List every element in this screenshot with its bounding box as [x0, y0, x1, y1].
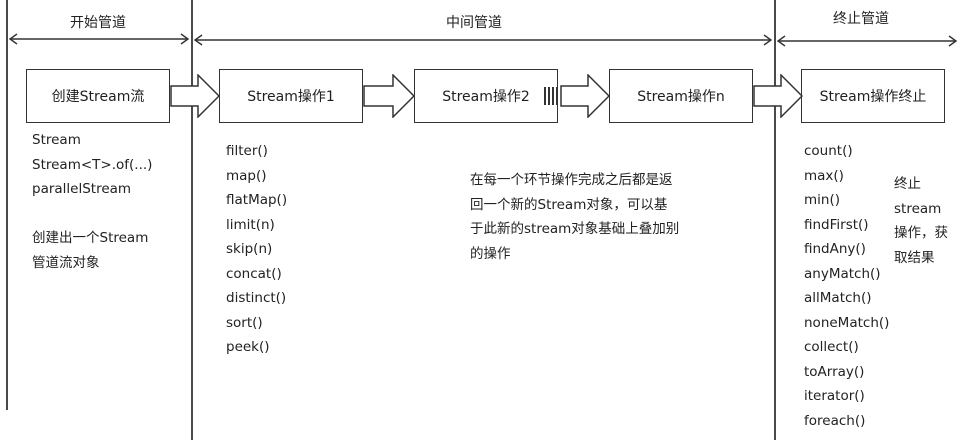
end-method-item: anyMatch()	[804, 265, 881, 282]
connector-arrow-2	[363, 74, 415, 118]
middle-note-line: 于此新的stream对象基础上叠加别	[470, 221, 680, 237]
connector-arrow-striped	[542, 74, 610, 118]
end-method-item: max()	[804, 167, 844, 184]
middle-note-line: 在每一个环节操作完成之后都是返	[470, 172, 673, 188]
middle-method-item: flatMap()	[226, 192, 288, 208]
start-method-item: Stream<T>.of(...)	[32, 156, 153, 173]
middle-note-line: 的操作	[470, 245, 511, 262]
box-create-stream: 创建Stream流	[26, 69, 170, 123]
connector-arrow-1	[170, 74, 220, 118]
start-methods-list: Stream Stream<T>.of(...) parallelStream …	[32, 128, 152, 275]
end-method-item: iterator()	[804, 388, 865, 404]
end-method-item: toArray()	[804, 363, 865, 380]
box-stream-terminal: Stream操作终止	[801, 69, 945, 123]
end-method-item: findFirst()	[804, 216, 869, 233]
end-note-line: 取结果	[894, 249, 935, 266]
span-arrow-end	[776, 35, 958, 47]
middle-method-item: map()	[226, 167, 267, 184]
start-description-line: 管道流对象	[32, 254, 100, 271]
middle-method-item: sort()	[226, 314, 263, 331]
phase-label-end: 终止管道	[833, 11, 889, 27]
end-method-item: collect()	[804, 339, 859, 355]
start-method-item: Stream	[32, 132, 81, 148]
span-arrow-middle	[193, 34, 773, 46]
end-method-item: min()	[804, 192, 840, 208]
end-note-line: stream	[894, 200, 942, 217]
phase-label-start: 开始管道	[70, 15, 126, 31]
end-note-line: 终止	[894, 176, 921, 192]
phase-divider-left	[6, 0, 8, 410]
middle-method-item: filter()	[226, 143, 268, 159]
end-method-item: noneMatch()	[804, 314, 890, 331]
box-stream-op-2: Stream操作2	[414, 69, 558, 123]
box-stream-op-n: Stream操作n	[609, 69, 753, 123]
middle-method-item: peek()	[226, 339, 270, 355]
end-method-item: allMatch()	[804, 290, 872, 306]
middle-method-item: concat()	[226, 265, 282, 282]
start-description-line: 创建出一个Stream	[32, 230, 149, 246]
start-method-item: parallelStream	[32, 181, 132, 197]
end-method-item: foreach()	[804, 412, 866, 429]
end-method-item: count()	[804, 143, 853, 159]
middle-method-item: limit(n)	[226, 216, 275, 233]
span-arrow-start	[8, 33, 190, 45]
middle-note-line: 回一个新的Stream对象，可以基	[470, 196, 668, 213]
middle-method-item: skip(n)	[226, 241, 273, 257]
connector-arrow-3	[753, 74, 803, 118]
box-stream-op-1: Stream操作1	[219, 69, 363, 123]
middle-method-item: distinct()	[226, 290, 287, 306]
end-note: 终止 stream 操作，获 取结果	[894, 172, 948, 270]
middle-methods-list: filter() map() flatMap() limit(n) skip(n…	[226, 139, 287, 360]
end-method-item: findAny()	[804, 241, 866, 257]
phase-label-middle: 中间管道	[446, 15, 502, 31]
middle-note: 在每一个环节操作完成之后都是返 回一个新的Stream对象，可以基 于此新的st…	[470, 168, 679, 266]
end-methods-list: count() max() min() findFirst() findAny(…	[804, 139, 889, 433]
phase-divider-middle-end	[774, 0, 776, 440]
phase-divider-start-middle	[191, 0, 193, 440]
end-note-line: 操作，获	[894, 225, 948, 241]
